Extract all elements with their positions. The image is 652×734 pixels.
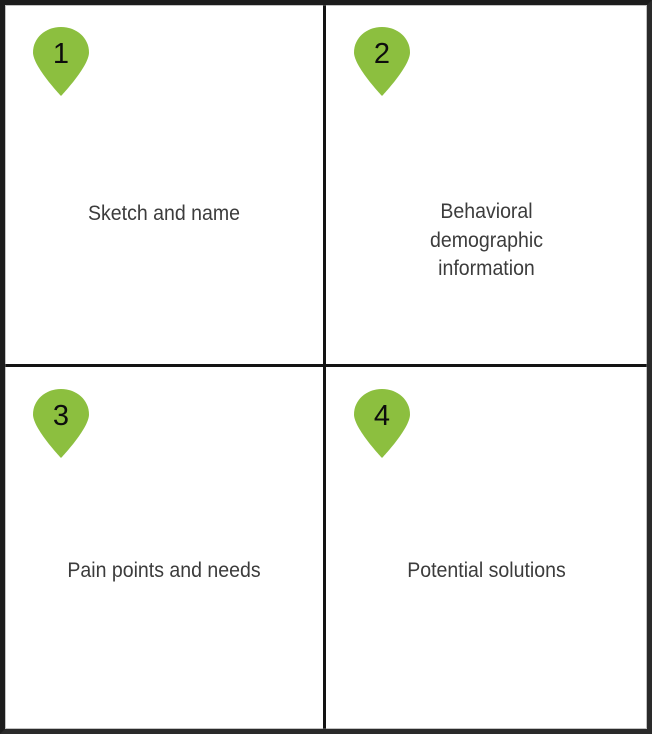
quadrant-cell-2[interactable]: 2 Behavioral demographic information — [326, 5, 647, 367]
map-pin-icon-3: 3 — [31, 388, 91, 458]
quadrant-label-1: Sketch and name — [88, 202, 240, 225]
map-pin-icon-1: 1 — [31, 26, 91, 96]
map-pin-icon-4: 4 — [352, 388, 412, 458]
quadrant-label-3: Pain points and needs — [67, 559, 261, 582]
quadrant-label-2: Behavioral demographic information — [430, 200, 543, 281]
quadrant-cell-1[interactable]: 1 Sketch and name — [5, 5, 326, 367]
quadrant-label-4: Potential solutions — [407, 559, 566, 582]
map-pin-icon-2: 2 — [352, 26, 412, 96]
pin-number-label-4: 4 — [373, 400, 391, 432]
quadrant-grid: 1 Sketch and name 2 Behavioral demograph… — [5, 5, 647, 729]
pin-number-label-3: 3 — [52, 400, 70, 432]
quadrant-cell-3[interactable]: 3 Pain points and needs — [5, 367, 326, 729]
quadrant-cell-4[interactable]: 4 Potential solutions — [326, 367, 647, 729]
pin-number-label-2: 2 — [373, 38, 391, 70]
pin-number-label-1: 1 — [52, 38, 70, 70]
